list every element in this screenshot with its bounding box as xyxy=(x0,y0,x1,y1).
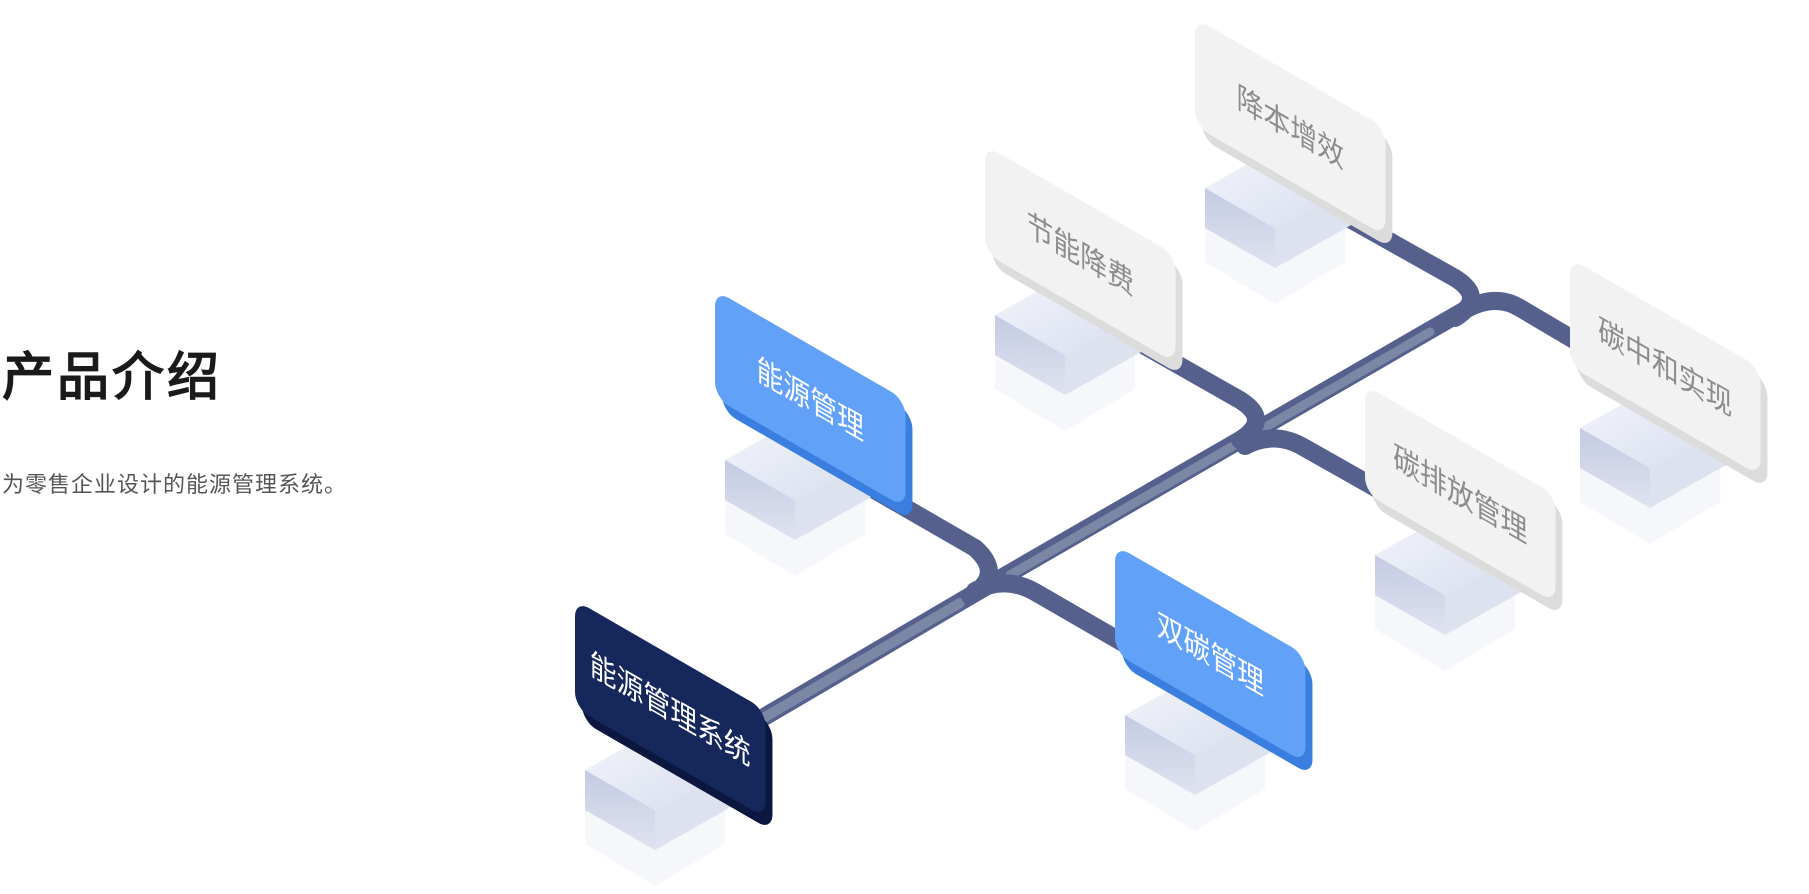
connector-shuangtan xyxy=(966,574,1179,679)
connector-tanpaifang xyxy=(1236,429,1429,522)
node-card: 能源管理 xyxy=(715,296,913,515)
node-card-face xyxy=(575,606,766,812)
node-card-face xyxy=(1115,551,1306,757)
product-intro: 产品介绍 为零售企业设计的能源管理系统。 xyxy=(0,0,420,894)
node-card: 双碳管理 xyxy=(1115,551,1313,770)
node-card: 碳中和实现 xyxy=(1570,264,1768,483)
node-card-face xyxy=(715,296,906,502)
node-branch-2: 双碳管理 xyxy=(1115,551,1313,831)
node-leaf-1-1: 节能降费 xyxy=(985,151,1183,431)
connector-trunk-highlight xyxy=(755,598,965,725)
node-card: 降本增效 xyxy=(1195,24,1393,243)
node-leaf-2-2: 碳中和实现 xyxy=(1570,264,1768,544)
node-branch-1: 能源管理 xyxy=(715,296,913,576)
intro-description: 为零售企业设计的能源管理系统。 xyxy=(2,473,348,498)
node-card: 节能降费 xyxy=(985,151,1183,370)
node-leaf-1-2: 降本增效 xyxy=(1195,24,1393,304)
connector-jiangben xyxy=(1316,196,1480,327)
node-card: 能源管理系统 xyxy=(575,606,773,825)
intro-title: 产品介绍 xyxy=(2,348,223,408)
node-root: 能源管理系统 xyxy=(575,606,773,886)
node-card: 碳排放管理 xyxy=(1365,391,1563,610)
node-card-face xyxy=(1195,24,1386,230)
connector-spine-highlight xyxy=(1005,327,1435,580)
node-card-face xyxy=(985,151,1176,357)
node-leaf-2-1: 碳排放管理 xyxy=(1365,391,1563,671)
node-card-face xyxy=(1570,264,1761,470)
connector-network xyxy=(733,196,1649,739)
node-card-face xyxy=(1365,391,1556,597)
